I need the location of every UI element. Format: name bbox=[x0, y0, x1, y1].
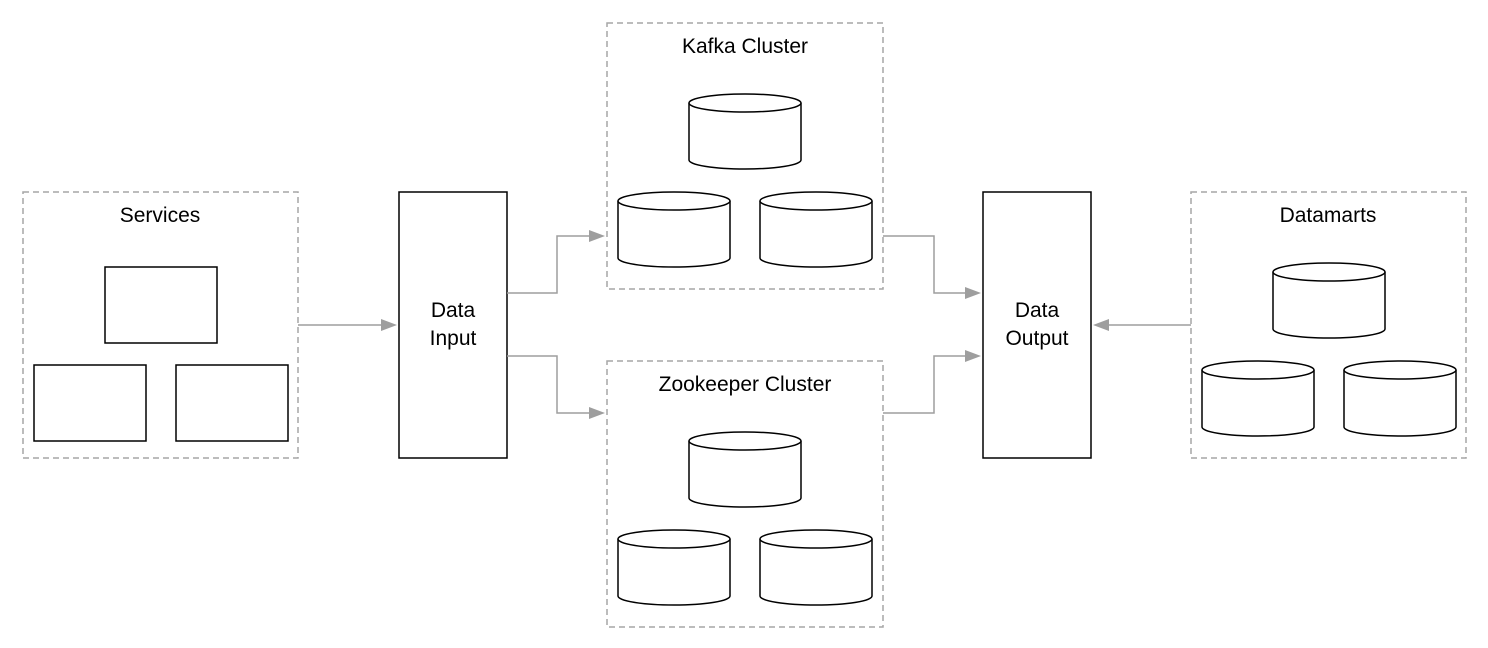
zookeeper-group-border bbox=[606, 360, 884, 628]
arrowhead-data-input-to-zookeeper bbox=[589, 407, 605, 419]
data-output-label-line1: Data bbox=[1015, 299, 1060, 322]
edges bbox=[298, 230, 1191, 419]
data-input-label-line2: Input bbox=[430, 327, 477, 350]
kafka-database-icon-right[interactable] bbox=[759, 191, 873, 268]
data-output-node[interactable]: Data Output bbox=[982, 191, 1092, 459]
arrowhead-zookeeper-to-data-output bbox=[965, 350, 981, 362]
data-output-box[interactable] bbox=[982, 191, 1092, 459]
data-input-label-2: Input bbox=[430, 327, 477, 350]
zookeeper-cluster-group: Zookeeper Cluster bbox=[606, 360, 884, 628]
data-output-label-2: Output bbox=[1005, 327, 1068, 350]
edge-kafka-to-data-output bbox=[883, 235, 966, 294]
data-input-node[interactable]: Data Input bbox=[398, 191, 508, 459]
zookeeper-database-icon-left[interactable] bbox=[617, 529, 731, 606]
kafka-group-title: Kafka Cluster bbox=[682, 35, 808, 58]
data-input-label-line1: Data bbox=[431, 299, 476, 322]
data-input-label: Data bbox=[431, 299, 476, 322]
zookeeper-group-title: Zookeeper Cluster bbox=[659, 373, 832, 396]
services-group-title: Services bbox=[120, 204, 201, 227]
arrowhead-data-input-to-kafka bbox=[589, 230, 605, 242]
datamarts-group-title: Datamarts bbox=[1280, 204, 1377, 227]
datamart-database-icon-top[interactable] bbox=[1272, 262, 1386, 339]
edge-data-input-to-zookeeper bbox=[507, 355, 590, 414]
edge-zookeeper-to-data-output bbox=[883, 355, 966, 414]
arrowhead-datamarts-to-data-output bbox=[1093, 319, 1109, 331]
zookeeper-database-icon-top[interactable] bbox=[688, 431, 802, 508]
kafka-database-icon-top[interactable] bbox=[688, 93, 802, 170]
service-box-bottom-right[interactable] bbox=[175, 364, 289, 442]
datamart-database-icon-right[interactable] bbox=[1343, 360, 1457, 437]
arrowhead-kafka-to-data-output bbox=[965, 287, 981, 299]
data-output-label-line2: Output bbox=[1005, 327, 1068, 350]
service-box-top[interactable] bbox=[104, 266, 218, 344]
kafka-group-border bbox=[606, 22, 884, 290]
zookeeper-database-icon-right[interactable] bbox=[759, 529, 873, 606]
arrowhead-services-to-data-input bbox=[381, 319, 397, 331]
datamarts-group: Datamarts bbox=[1190, 191, 1467, 459]
kafka-database-icon-left[interactable] bbox=[617, 191, 731, 268]
service-box-bottom-left[interactable] bbox=[33, 364, 147, 442]
data-input-box[interactable] bbox=[398, 191, 508, 459]
edge-data-input-to-kafka bbox=[507, 235, 590, 294]
data-output-label: Data bbox=[1015, 299, 1060, 322]
kafka-cluster-group: Kafka Cluster bbox=[606, 22, 884, 290]
datamart-database-icon-left[interactable] bbox=[1201, 360, 1315, 437]
services-group: Services bbox=[22, 191, 299, 459]
